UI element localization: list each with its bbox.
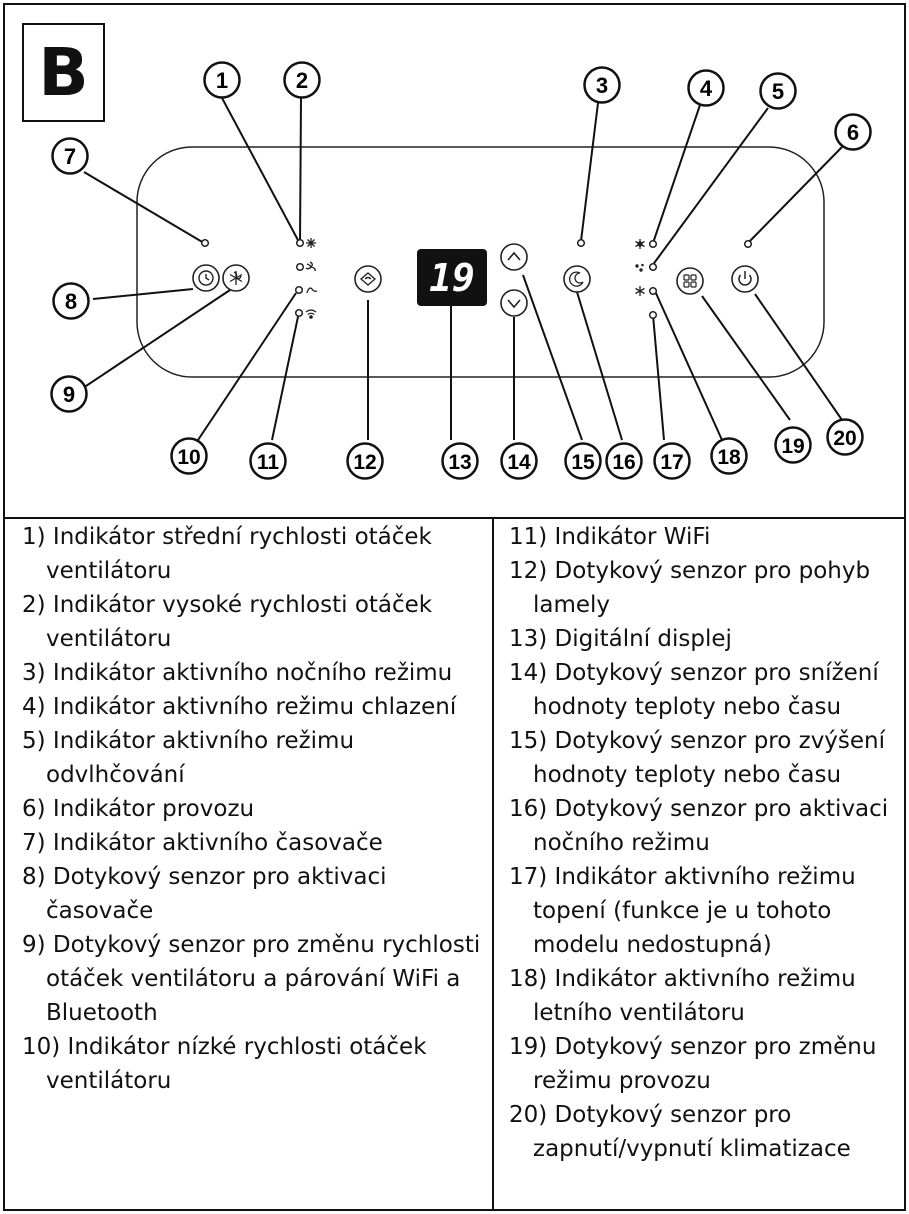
moon-icon [568,271,584,287]
divider-vertical [492,517,494,1211]
clock-icon [198,270,214,286]
panel-drawing: 19 1 2 3 4 5 6 7 8 9 10 11 12 13 14 15 1… [50,61,872,480]
callout-15: 15 [571,451,595,474]
legend-item-7: 7) Indikátor aktivního časovače [22,830,383,856]
droplets-glyph [635,263,644,272]
snowflake-glyph [635,239,645,249]
panel-letter: B [38,33,89,111]
indicator-leds [200,238,753,320]
callout-5: 5 [772,79,784,104]
sleep-button[interactable] [563,265,591,293]
callout-14: 14 [507,451,531,474]
led-fan-high [295,262,305,272]
callout-19: 19 [781,435,804,458]
led-wifi [294,308,304,318]
divider-horizontal [3,517,906,519]
legend-right-column: 11) Indikátor WiFi 12) Dotykový senzor p… [509,520,904,1166]
down-button[interactable] [500,289,528,317]
led-fan-mode [648,286,658,296]
grid-icon [683,274,697,288]
power-icon [738,271,752,286]
swing-icon [360,272,376,286]
callout-20: 20 [833,427,856,450]
control-panel-diagram: B [0,0,909,518]
legend-item-19: 19) Dotykový senzor pro změnu režimu pro… [509,1034,877,1094]
legend-item-10: 10) Indikátor nízké rychlosti otáček ven… [22,1034,427,1094]
callout-circles: 1 2 3 4 5 6 7 8 9 10 11 12 13 14 15 16 1… [50,61,872,480]
legend-left-column: 1) Indikátor střední rychlosti otáček ve… [22,520,487,1098]
up-button[interactable] [500,243,528,271]
led-power [743,239,753,249]
led-fan-low [294,285,304,295]
legend-item-6: 6) Indikátor provozu [22,796,255,822]
callout-18: 18 [717,446,741,469]
leader-lines [82,97,843,441]
mode-button[interactable] [676,267,704,295]
legend-item-5: 5) Indikátor aktivního režimu odvlhčován… [22,728,355,788]
mode-glyphs [305,238,645,319]
chevron-down-icon [507,299,521,309]
callout-11: 11 [257,451,280,474]
legend-item-12: 12) Dotykový senzor pro pohyb lamely [509,558,871,618]
callout-4: 4 [700,76,713,101]
callout-13: 13 [448,451,471,474]
callout-12: 12 [353,451,376,474]
led-heat [648,310,658,320]
legend-item-2: 2) Indikátor vysoké rychlosti otáček ven… [22,592,433,652]
callout-8: 8 [65,289,77,314]
led-timer [200,238,210,248]
callout-9: 9 [63,382,75,407]
legend-item-14: 14) Dotykový senzor pro snížení hodnoty … [509,660,879,720]
legend-item-18: 18) Indikátor aktivního režimu letního v… [509,966,856,1026]
digital-display-panel [417,249,487,306]
control-panel-outline [136,146,825,378]
led-night [576,238,586,248]
legend-item-3: 3) Indikátor aktivního nočního režimu [22,660,453,686]
fan-medium-glyph [306,238,316,248]
callout-7: 7 [64,144,76,169]
fan-speed-button[interactable] [222,264,250,292]
legend-item-16: 16) Dotykový senzor pro aktivaci nočního… [509,796,889,856]
chevron-up-icon [507,251,521,261]
touch-buttons [192,243,759,317]
display-digits: 19 [429,256,475,300]
led-fan-medium [295,238,305,248]
legend-item-20: 20) Dotykový senzor pro zapnutí/vypnutí … [509,1102,851,1162]
fan-icon [229,271,243,285]
legend-item-11: 11) Indikátor WiFi [509,524,711,550]
fan-high-glyph [305,261,316,272]
legend-item-4: 4) Indikátor aktivního režimu chlazení [22,694,457,720]
timer-button[interactable] [192,264,220,292]
fan-mode-glyph [635,286,645,296]
callout-3: 3 [596,73,608,98]
legend-item-9: 9) Dotykový senzor pro změnu rychlosti o… [22,932,481,1026]
wifi-glyph [305,309,317,319]
swing-button[interactable] [354,265,382,293]
callout-10: 10 [177,446,200,469]
legend-item-13: 13) Digitální displej [509,626,732,652]
legend-item-1: 1) Indikátor střední rychlosti otáček ve… [22,524,432,584]
led-dry [648,262,658,272]
callout-16: 16 [612,451,635,474]
callout-1: 1 [216,68,228,93]
callout-17: 17 [660,451,683,474]
outer-frame [3,3,906,1211]
power-button[interactable] [731,265,759,293]
callout-6: 6 [847,120,859,145]
legend-item-8: 8) Dotykový senzor pro aktivaci časovače [22,864,387,924]
panel-letter-box: B [22,23,105,122]
fan-low-glyph [306,287,318,294]
legend-item-15: 15) Dotykový senzor pro zvýšení hodnoty … [509,728,886,788]
callout-2: 2 [296,68,308,93]
legend-item-17: 17) Indikátor aktivního režimu topení (f… [509,864,856,958]
led-cool [648,239,658,249]
